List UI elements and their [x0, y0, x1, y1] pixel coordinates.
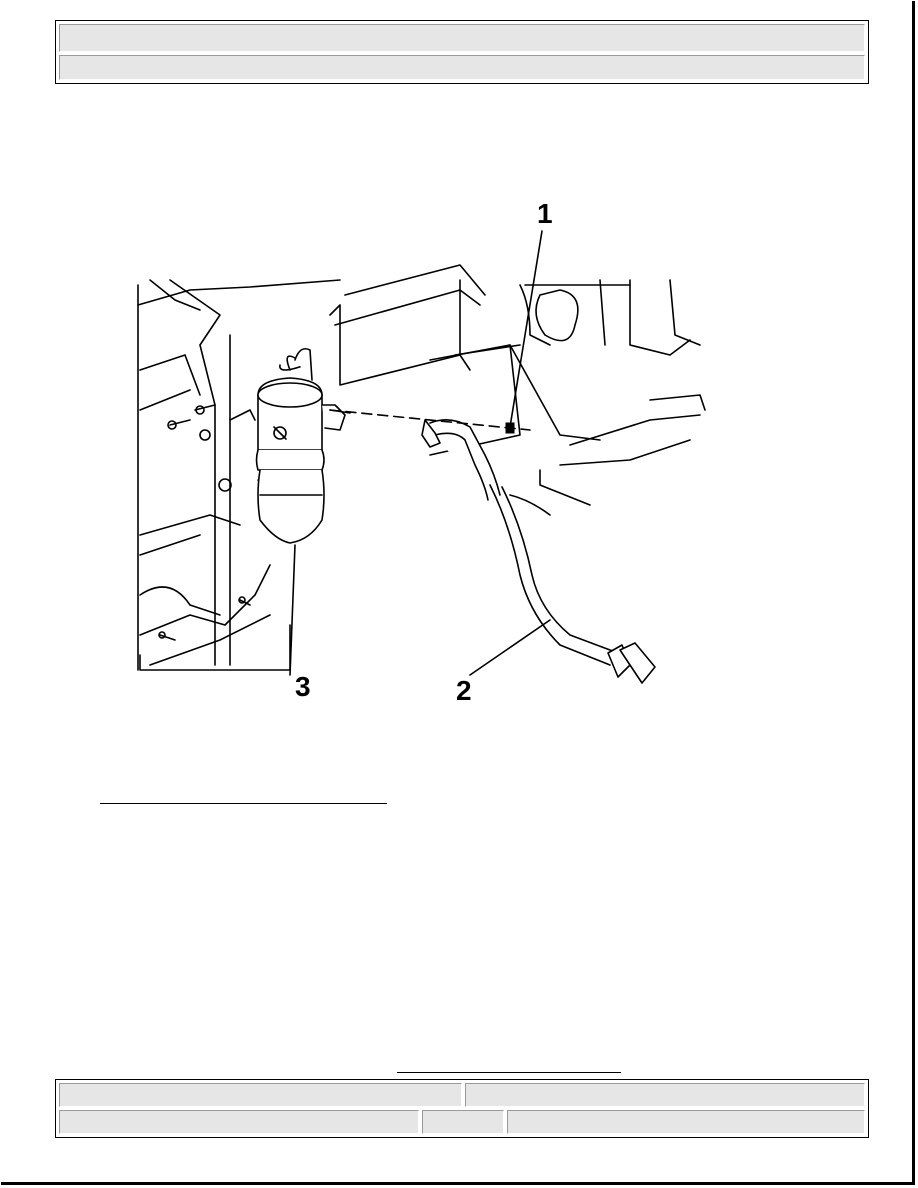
callout-3-leader: [289, 544, 296, 676]
header-title-cell: [59, 24, 865, 52]
ac-accumulator-diagram: [137, 230, 706, 684]
stud: [505, 422, 515, 434]
body-frame-lines: [137, 264, 706, 671]
callout-1: 1: [537, 198, 553, 229]
callout-2: 2: [456, 675, 472, 706]
footer-cell-d: [422, 1110, 504, 1134]
footer-cell-c: [59, 1110, 419, 1134]
footer-cell-a: [59, 1083, 462, 1107]
callout-3: 3: [295, 671, 311, 702]
callout-2-leader: [469, 619, 551, 676]
footer-cell-e: [507, 1110, 865, 1134]
link-underline-1[interactable]: [100, 803, 387, 804]
accumulator: [255, 347, 351, 544]
header-subtitle-cell: [59, 55, 865, 80]
footer-cell-b: [465, 1083, 865, 1107]
mounting-bolts: [158, 404, 256, 641]
footer-table: [55, 1079, 869, 1138]
dashed-alignment-line: [329, 409, 531, 431]
header-table: [55, 20, 869, 84]
callout-1-leader: [509, 230, 543, 428]
link-underline-2[interactable]: [397, 1072, 621, 1073]
ac-hose: [421, 419, 656, 684]
